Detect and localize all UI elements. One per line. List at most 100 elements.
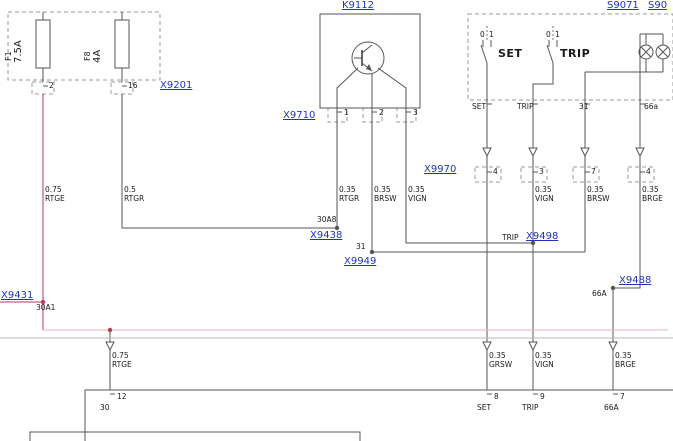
link-x9498[interactable]: X9498 [526,231,559,242]
junction-dot-x9949 [369,249,375,255]
fuse-f1-icon [35,19,51,69]
switch-actuator-dashes [486,26,554,40]
bottom-pin-9-name: TRIP [522,403,539,412]
wire-color: BRSW [587,193,610,203]
x9970-pin-4a: 4 [493,167,498,176]
fuse-f8-name: F8 [83,51,92,61]
lamp-icons [638,44,671,60]
x9970-pin-4b: 4 [646,167,651,176]
bottom-pin-9-num: 9 [540,392,545,401]
wire-size: 0.5 [124,185,136,194]
lamp-wires [585,33,664,73]
arrow-down-icon [482,341,492,352]
wire-size: 0.35 [587,185,604,194]
link-k9112[interactable]: K9112 [342,0,375,11]
wire-k9112-pin3-trip [405,106,533,244]
flow-arrows [105,147,645,352]
junction-dot-x9488 [610,285,616,291]
lamp-icon [655,44,671,60]
component-outlines [29,13,673,441]
wire-color: RTGR [339,193,360,203]
wire-size: 0.35 [489,351,506,360]
trip-button-label: TRIP [560,47,591,60]
bottom-pin-8-num: 8 [494,392,499,401]
wire-color: VIGN [535,359,554,369]
trip-pos-1: 1 [555,30,560,39]
junction-dot-x9431 [40,299,46,305]
wire-size: 0.75 [45,185,62,194]
wire-size: 0.35 [339,185,356,194]
wire-size: 0.35 [642,185,659,194]
fuse-f1-rating: 7.5A [13,40,24,63]
x9201-pin-16: 16 [128,81,138,90]
bottom-pin-7-name: 66A [604,403,619,412]
wire-color: BRSW [374,193,397,203]
x9970-pin-7: 7 [591,167,596,176]
switch-pin-31: 31 [579,102,589,111]
junction-dot-x9498 [530,240,536,246]
red-supply-wire [0,94,44,330]
x9710-pin-2: 2 [379,108,384,117]
arrow-down-icon [105,341,115,352]
set-pos-0: 0 [480,30,485,39]
junction-dots [334,225,616,291]
wire-size: 0.35 [535,351,552,360]
junction-31: 31 [356,242,366,251]
fusebox-outline [7,11,161,81]
wires [42,12,664,395]
wire-size: 0.35 [408,185,425,194]
bottom-pin-7-num: 7 [620,392,625,401]
link-x9970[interactable]: X9970 [424,164,457,175]
pin-ticks [43,85,645,395]
x9970-pin-3: 3 [539,167,544,176]
wire-color: VIGN [408,193,427,203]
link-x9438[interactable]: X9438 [310,230,343,241]
k9112-internal-wires [336,67,407,106]
switch-pin-66a: 66a [644,102,659,111]
junction-dot-bus30 [107,327,113,333]
link-x9431[interactable]: X9431 [1,290,34,301]
link-x9488[interactable]: X9488 [619,275,652,286]
switch-pin-trip: TRIP [517,102,534,111]
x9710-pin-3: 3 [413,108,418,117]
junction-30a8: 30A8 [317,215,337,224]
link-x9201[interactable]: X9201 [160,80,193,91]
dashed-boxes [7,11,673,183]
wire-size: 0.35 [374,185,391,194]
fuse-f8-rating: 4A [92,49,103,63]
link-s9071[interactable]: S9071 [607,0,639,11]
wire-color: RTGE [45,193,65,203]
wire-size: 0.75 [112,351,129,360]
k9112-box [319,13,421,109]
wire-color: RTGR [124,193,145,203]
set-pos-1: 1 [489,30,494,39]
fuse-f8-icon [114,19,130,69]
wire-size: 0.35 [615,351,632,360]
bottom-module-outline [84,389,673,441]
wire-size: 0.35 [535,185,552,194]
arrow-down-icon [580,147,590,158]
wire-color: GRSW [489,359,513,369]
arrow-down-icon [482,147,492,158]
arrow-down-icon [608,341,618,352]
link-x9710[interactable]: X9710 [283,110,316,121]
arrow-down-icon [528,341,538,352]
arrow-down-icon [528,147,538,158]
link-s90[interactable]: S90 [648,0,668,11]
fuse-f1-name: F1 [4,51,13,61]
trip-switch-icon [532,40,558,100]
wire-color: VIGN [535,193,554,203]
link-x9949[interactable]: X9949 [344,256,377,267]
trip-pos-0: 0 [546,30,551,39]
arrow-down-icon [635,147,645,158]
junction-30a1: 30A1 [36,303,56,312]
